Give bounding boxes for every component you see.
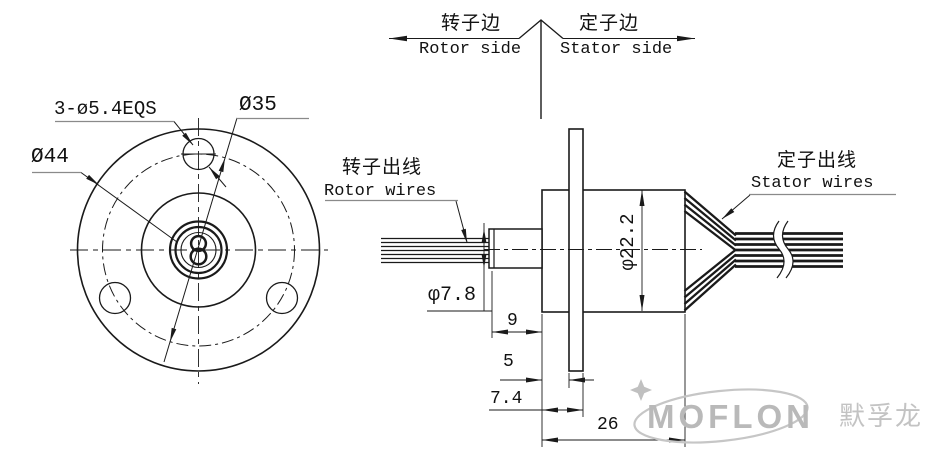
- body-length-label: 26: [597, 415, 619, 435]
- mount-hole-left: [98, 281, 132, 315]
- stator-side-arrow-icon: [677, 35, 695, 42]
- flange-outer-circle: [76, 128, 321, 372]
- rotor-side-label-en: Rotor side: [419, 40, 522, 59]
- mount-hole-top: [182, 137, 215, 171]
- rotor-wires-label-en: Rotor wires: [324, 182, 437, 201]
- bolt-circle-dimension-label: Ø35: [239, 94, 277, 117]
- shaft-length-label: 9: [507, 311, 518, 331]
- flange-back-label: 7.4: [490, 389, 523, 409]
- rotor-side-arrow-icon: [389, 35, 407, 42]
- holes-dimension-label: 3-ø5.4EQS: [54, 98, 157, 120]
- center-wire-bottom: [189, 247, 208, 266]
- bolt-circle: [102, 153, 295, 347]
- watermark-swoosh: [630, 379, 809, 444]
- rotor-wires-lines: [381, 237, 490, 264]
- stator-side-label-en: Stator side: [560, 40, 673, 59]
- body-outline: [541, 189, 686, 313]
- dimension-arrows: [481, 190, 685, 443]
- stator-wires-lines: [683, 190, 737, 312]
- side-view: [325, 128, 896, 447]
- stator-wires-label-en: Stator wires: [751, 174, 874, 193]
- rotor-side-label-cn: 转子边: [441, 13, 502, 34]
- watermark-brand: MOFLON: [647, 398, 814, 435]
- cable-break-icon: [772, 220, 794, 279]
- flange-outline: [568, 128, 584, 372]
- shaft-diameter-label: φ7.8: [428, 284, 477, 307]
- rotor-wires-label-cn: 转子出线: [342, 157, 423, 178]
- shaft-outline: [488, 228, 543, 269]
- flange-offset-label: 5: [503, 352, 514, 372]
- header-direction-arrows: [389, 19, 695, 119]
- stator-wires-label-cn: 定子出线: [777, 150, 858, 171]
- body-diameter-label: φ22.2: [617, 213, 639, 271]
- outer-diameter-label: Ø44: [31, 146, 69, 169]
- body-circle: [140, 192, 257, 308]
- watermark-brand-cn: 默孚龙: [839, 401, 924, 431]
- mount-hole-right: [265, 281, 299, 315]
- watermark-star-icon: [630, 379, 652, 401]
- front-view: [32, 117, 328, 384]
- center-wire-top: [189, 234, 208, 253]
- stator-side-label-cn: 定子边: [579, 13, 640, 34]
